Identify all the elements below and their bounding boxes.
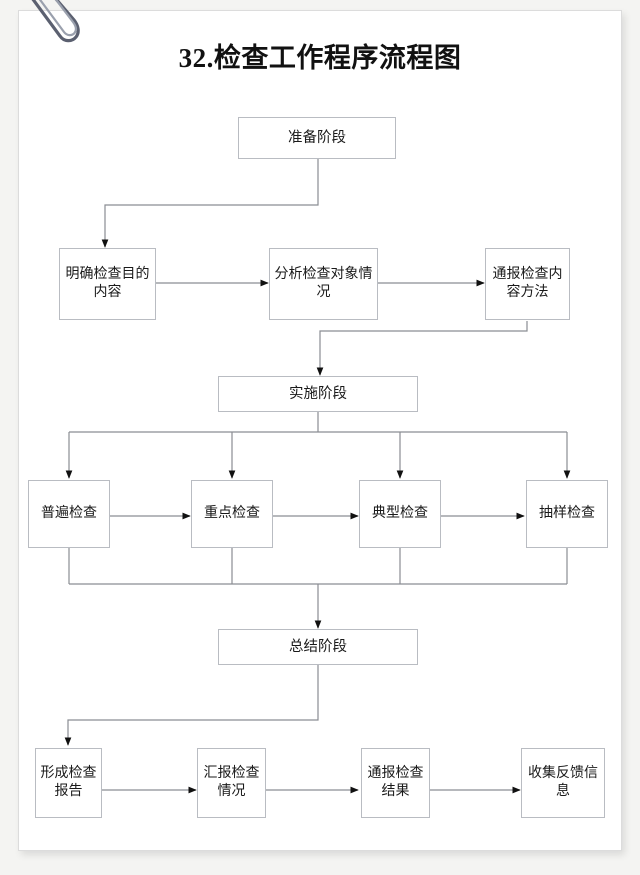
node-collect-feedback[interactable]: 收集反馈信息 xyxy=(521,748,605,818)
node-analyze-object[interactable]: 分析检查对象情况 xyxy=(269,248,378,320)
node-implementation-stage[interactable]: 实施阶段 xyxy=(218,376,418,412)
node-form-report[interactable]: 形成检查报告 xyxy=(35,748,102,818)
node-general-inspection[interactable]: 普遍检查 xyxy=(28,480,110,548)
node-key-inspection[interactable]: 重点检查 xyxy=(191,480,273,548)
connector-notify-to-implementation xyxy=(316,321,528,376)
node-sampling-inspection[interactable]: 抽样检查 xyxy=(526,480,608,548)
node-clarify-purpose[interactable]: 明确检查目的内容 xyxy=(59,248,156,320)
node-summary-stage[interactable]: 总结阶段 xyxy=(218,629,418,665)
node-notify-content[interactable]: 通报检查内容方法 xyxy=(485,248,570,320)
connector-summary-to-form-report xyxy=(64,664,319,746)
connector-preparation-to-clarify xyxy=(101,159,319,248)
node-report-situation[interactable]: 汇报检查情况 xyxy=(197,748,266,818)
node-preparation-stage[interactable]: 准备阶段 xyxy=(238,117,396,159)
node-notify-results[interactable]: 通报检查结果 xyxy=(361,748,430,818)
page-title: 32.检查工作程序流程图 xyxy=(178,43,462,73)
node-typical-inspection[interactable]: 典型检查 xyxy=(359,480,441,548)
